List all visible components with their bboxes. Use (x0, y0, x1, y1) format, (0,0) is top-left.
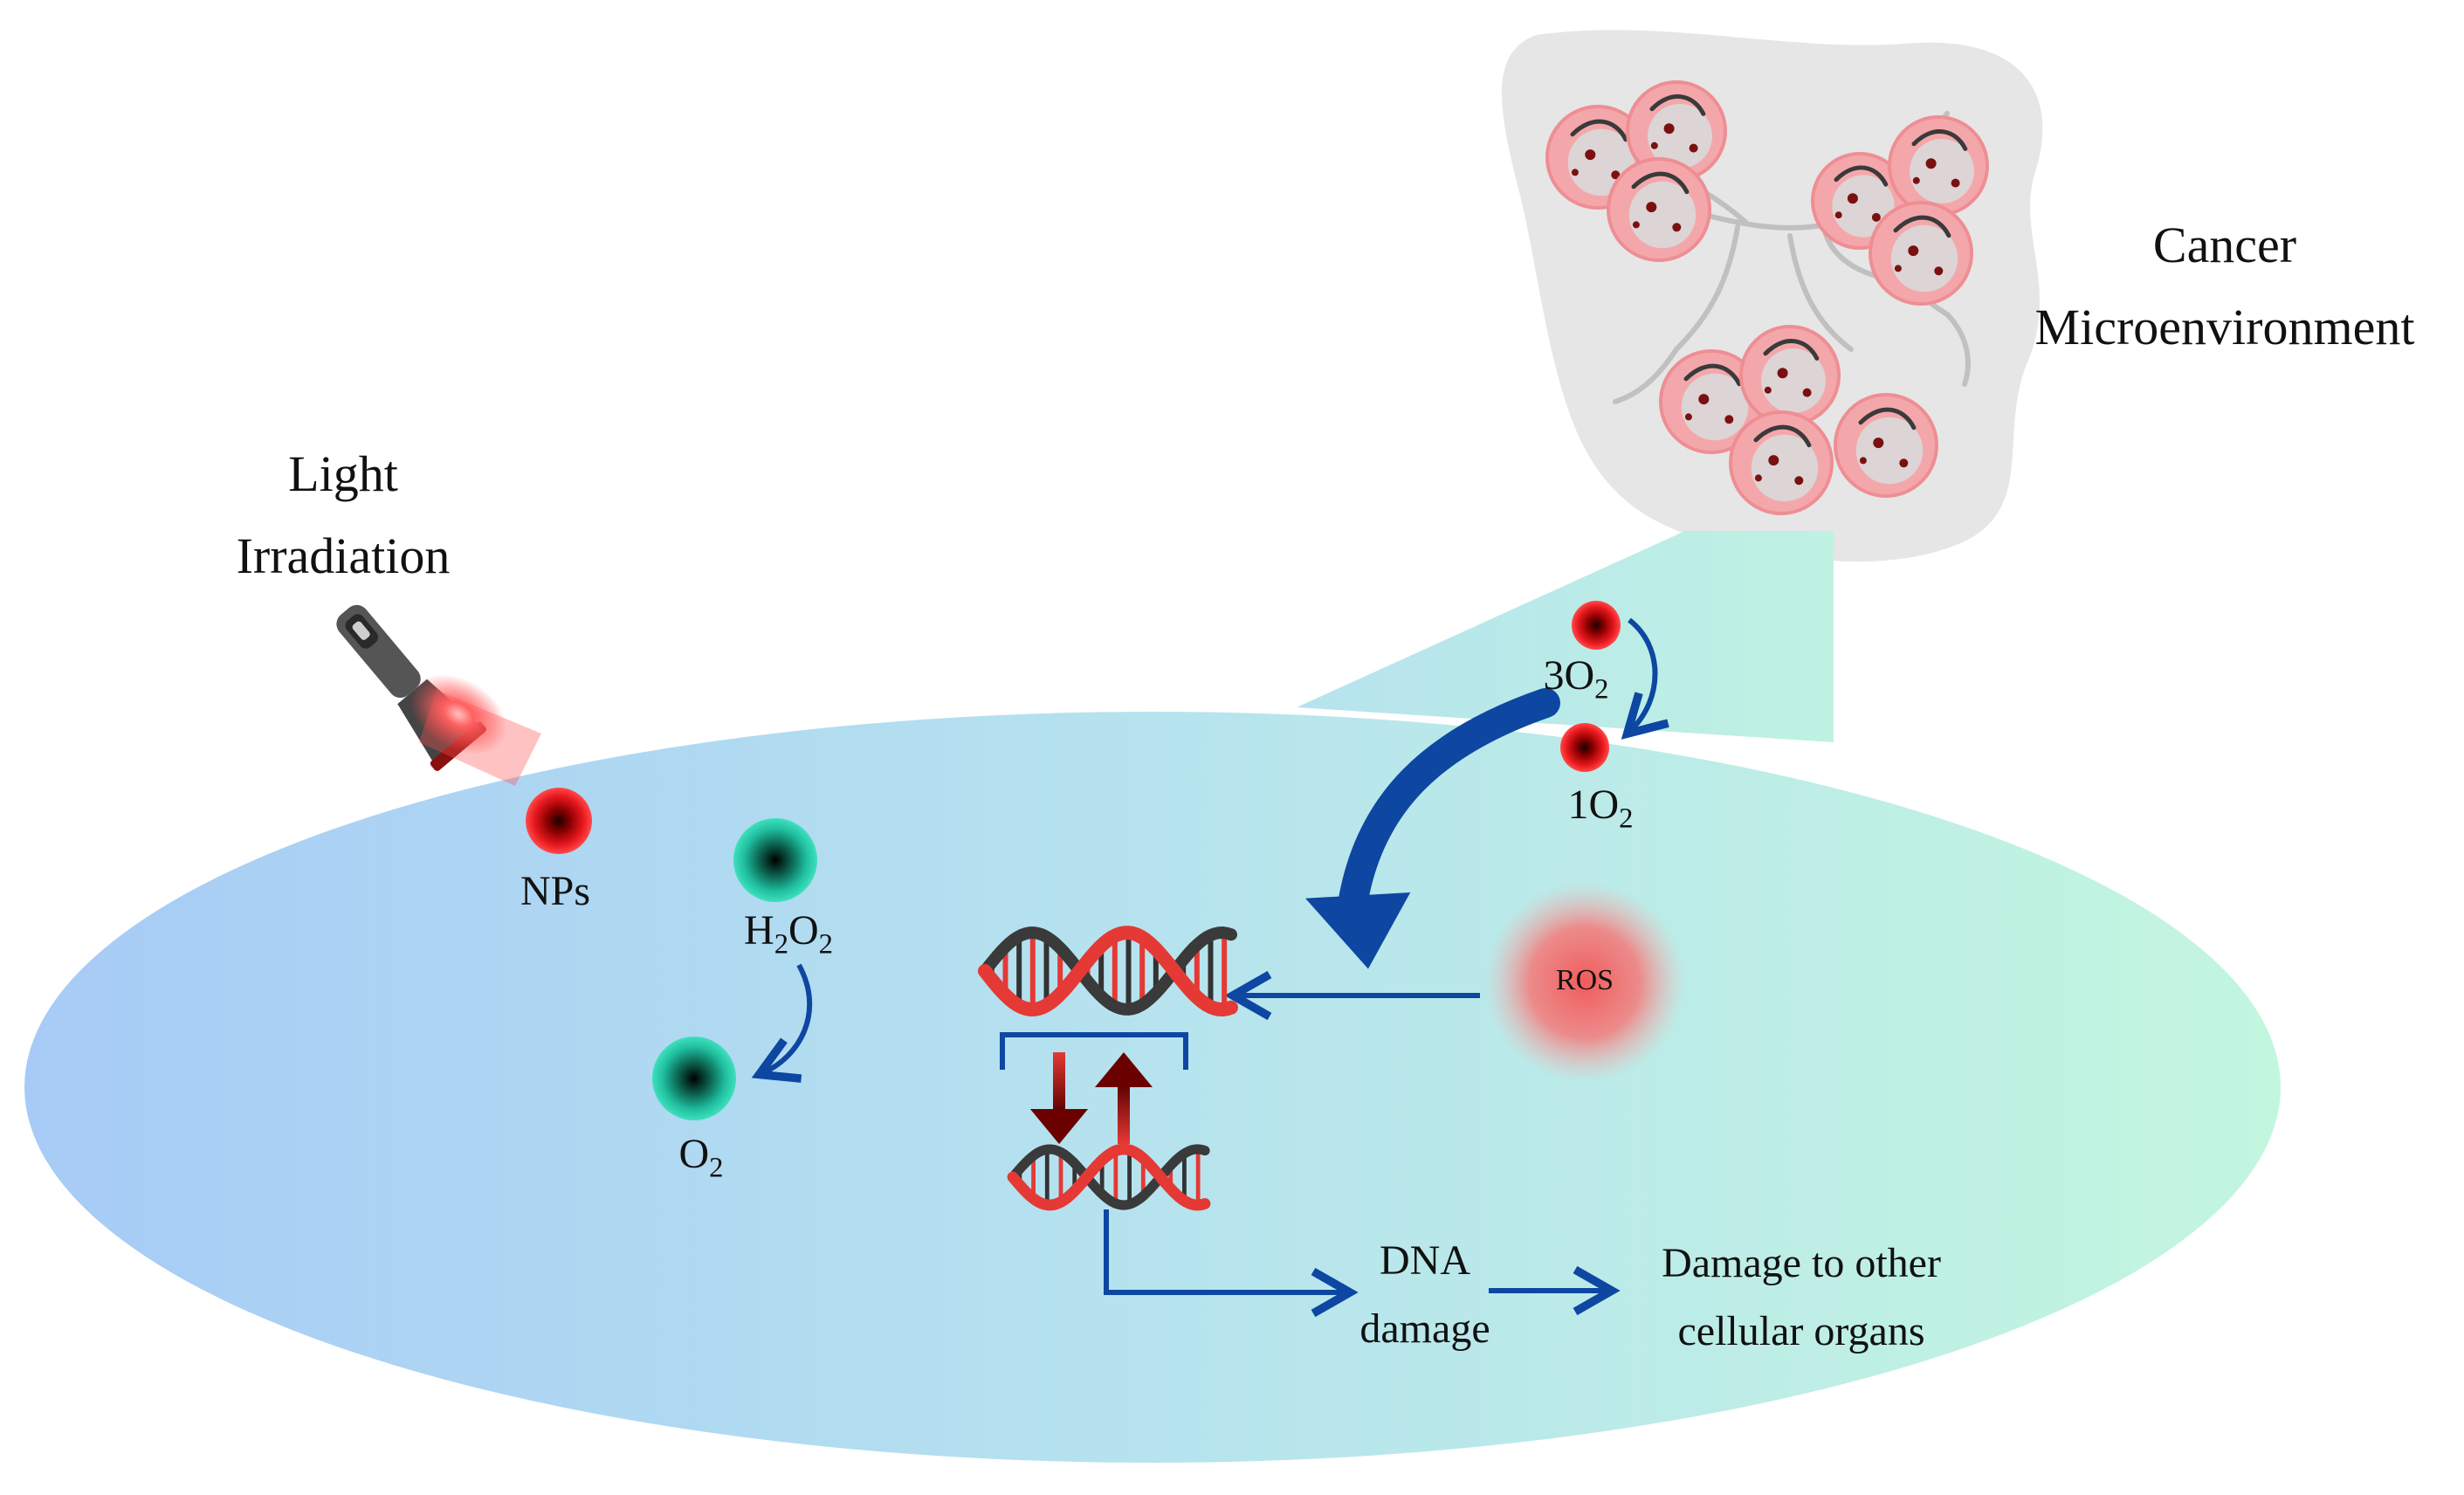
h2o2-particle (733, 818, 817, 902)
nps-label: NPs (520, 868, 591, 914)
cancer-tissue (1502, 30, 2043, 562)
ros-cloud (1484, 882, 1685, 1083)
cancer-cell (1659, 349, 1764, 454)
dna-exchange-arrows (1030, 1052, 1153, 1144)
cancer-cells (1545, 80, 1989, 515)
other-damage-label: Damage to other cellular organs (1662, 1240, 1941, 1354)
light-glow (410, 674, 507, 754)
cancer-microenvironment-label: Cancer Microenvironment (2034, 217, 2415, 355)
cancer-cell (1834, 393, 1938, 498)
cancer-cell (1888, 115, 1989, 217)
o2-particle (652, 1037, 736, 1120)
cancer-cell (1607, 157, 1711, 262)
cancer-cell (1729, 410, 1834, 515)
h2o2-label: H2O2 (744, 907, 833, 961)
dna-damage-label: DNA damage (1359, 1237, 1490, 1352)
light-irradiation-label: Light Irradiation (236, 445, 451, 584)
big-curved-arrow (1305, 688, 1560, 969)
triplet-oxygen-particle (1572, 601, 1621, 650)
o2-label: O2 (678, 1131, 724, 1184)
h2o2-to-o2-arrow (751, 963, 813, 1083)
dna-bracket (1000, 1032, 1188, 1070)
singlet-oxygen-label: 1O2 (1567, 782, 1634, 835)
damaged-dna-helix-icon (1007, 1143, 1211, 1211)
triplet-to-singlet-arrow (1621, 617, 1669, 740)
cancer-cell (1739, 325, 1841, 426)
dna-helix-icon (978, 926, 1238, 1017)
cancer-cell (1869, 201, 1973, 306)
singlet-oxygen-particle (1560, 723, 1609, 772)
np-particle (526, 788, 592, 854)
triplet-oxygen-label: 3O2 (1543, 652, 1609, 706)
ros-label: ROS (1555, 964, 1614, 996)
cancer-cell (1626, 80, 1727, 182)
microenvironment-beam (1297, 531, 1834, 742)
light-beam (419, 690, 541, 786)
dna-to-damage-arrow (1104, 1209, 1359, 1318)
